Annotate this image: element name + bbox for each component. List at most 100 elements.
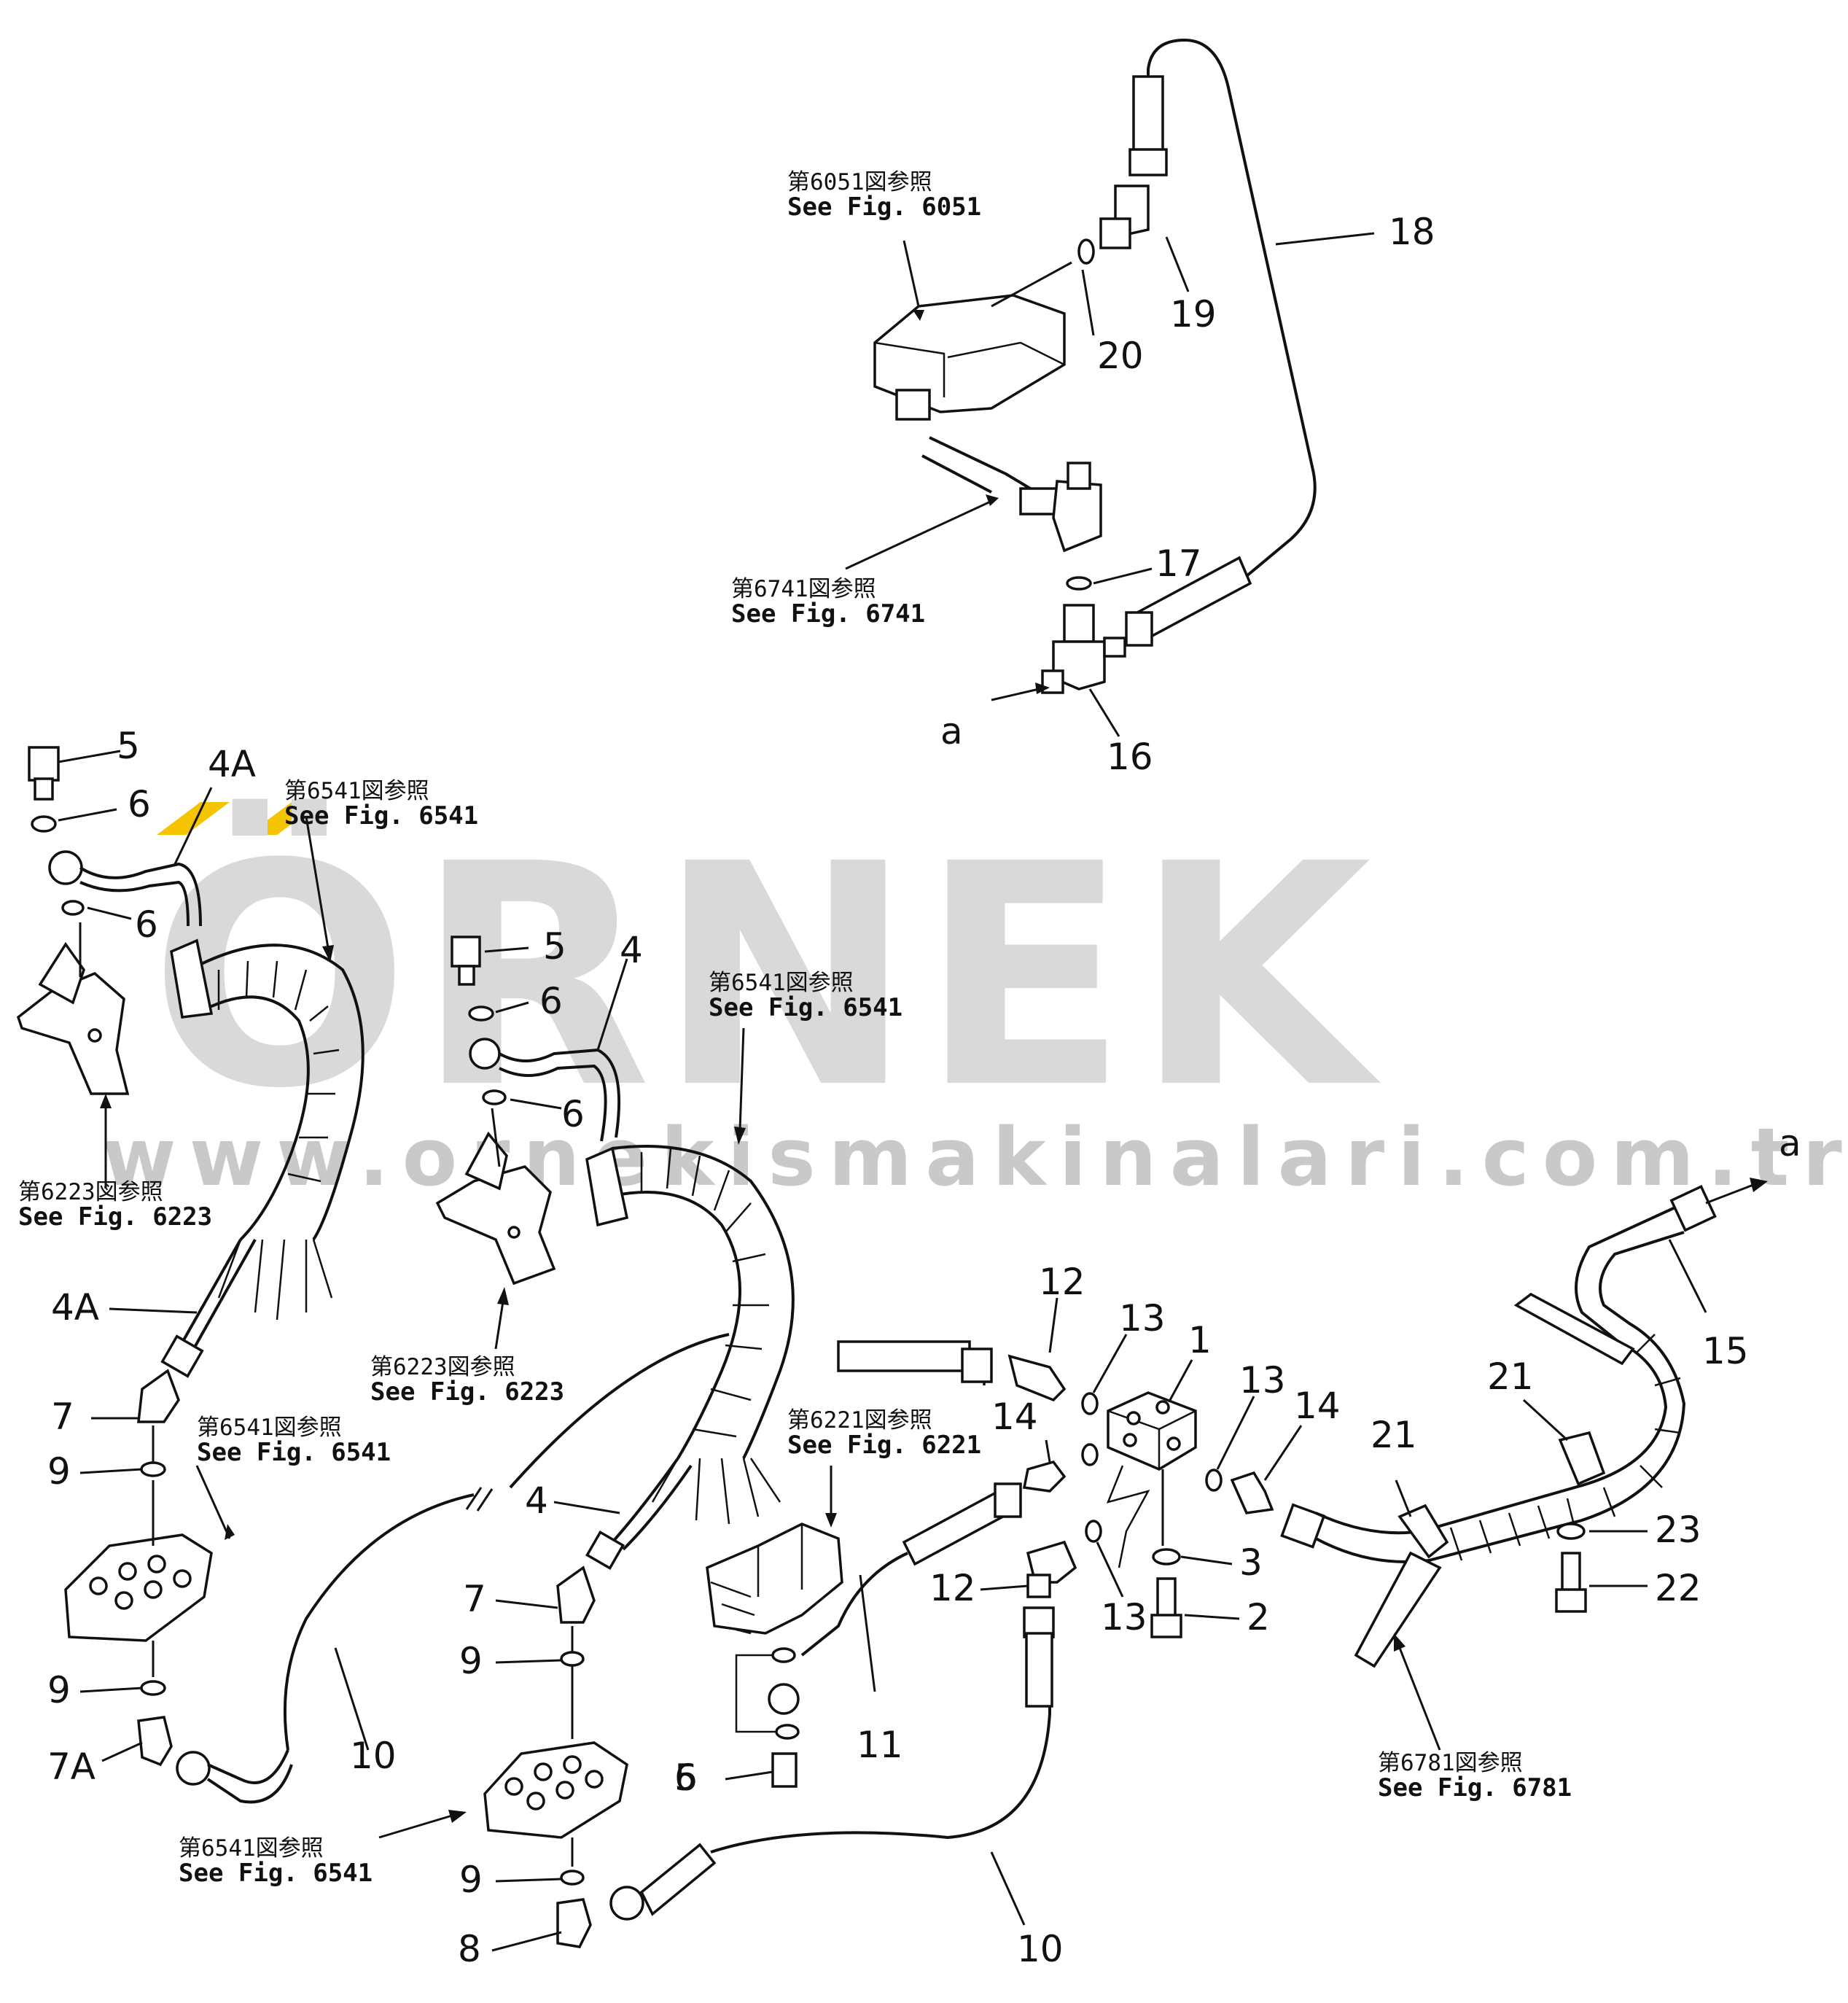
leader-21 (1395, 1479, 1412, 1517)
ref-6541-en: See Fig. 6541 (284, 801, 478, 831)
hose-nut-10 (609, 1886, 644, 1921)
leader-13 (1096, 1541, 1124, 1598)
tee-port (1103, 637, 1126, 658)
leader-9 (495, 1659, 562, 1664)
ref-6781-jp: 第6781図参照 (1378, 1750, 1523, 1776)
elbow-7 (137, 1369, 180, 1423)
port (1166, 1436, 1181, 1451)
hose-4 (622, 1464, 693, 1551)
port (534, 1762, 553, 1781)
callout-a-right: a (1779, 1122, 1801, 1164)
port (1123, 1433, 1137, 1447)
wire-harness (929, 436, 1044, 497)
callout-6: 6 (128, 783, 151, 825)
arrow-6223 (494, 1301, 504, 1350)
leader-2 (1184, 1614, 1240, 1620)
port (555, 1781, 574, 1800)
ref-6223-jp: 第6223図参照 (18, 1179, 163, 1205)
connector-5-stem (34, 777, 54, 801)
ref-6223-jp: 第6223図参照 (370, 1354, 515, 1380)
figure-references: 第6051図参照 See Fig. 6051 第6741図参照 See Fig.… (18, 169, 1572, 1888)
leader-12 (980, 1584, 1029, 1591)
callout-16: 16 (1107, 736, 1153, 778)
bracket-6 (735, 1654, 776, 1733)
arrow-6541 (305, 816, 330, 949)
callout-13: 13 (1119, 1297, 1166, 1339)
callout-4A: 4A (51, 1286, 99, 1329)
callout-4: 4 (620, 929, 643, 971)
callout-10: 10 (1017, 1928, 1064, 1970)
callout-5: 5 (117, 725, 140, 767)
port (118, 1562, 137, 1581)
o-ring-9 (560, 1651, 585, 1667)
top-valve-assembly (845, 38, 1375, 737)
port (1126, 1411, 1141, 1426)
leader-5 (484, 946, 529, 953)
callout-6: 6 (561, 1093, 585, 1135)
arrow-head (225, 1524, 235, 1540)
connector-5 (28, 746, 60, 782)
callout-21: 21 (1487, 1356, 1534, 1398)
port (504, 1777, 523, 1796)
elbow-nut-19 (1099, 217, 1131, 249)
leader-9 (79, 1687, 143, 1693)
callout-15: 15 (1702, 1330, 1749, 1372)
tee-upper (1063, 604, 1095, 643)
hose-4-top (499, 1048, 621, 1138)
ref-6223-en: See Fig. 6223 (18, 1202, 212, 1232)
watermark-accent-left (157, 802, 230, 835)
harness-wires (217, 1239, 333, 1321)
leader-9 (79, 1468, 143, 1474)
o-ring-17 (1066, 576, 1092, 591)
leader-20 (1081, 269, 1095, 336)
callout-7A: 7A (47, 1746, 95, 1788)
ref-6541-jp: 第6541図参照 (284, 778, 429, 804)
leader-14 (1263, 1425, 1303, 1481)
port (173, 1569, 192, 1588)
hose-10-end (206, 1764, 293, 1804)
watermark: ÖRNEK www.ornekismakinalari.com.tr (102, 796, 1842, 1204)
elbow-8 (556, 1898, 592, 1948)
solenoid-cap (38, 941, 85, 1005)
hose-10-end (207, 1749, 289, 1784)
ref-6221-en: See Fig. 6221 (787, 1431, 981, 1460)
arrow-6541 (738, 1027, 745, 1131)
hose-4A (177, 1239, 242, 1350)
hose-nut-18 (1125, 611, 1153, 647)
leader-18 (1275, 232, 1375, 246)
arrow-head (1750, 1178, 1768, 1192)
callout-17: 17 (1155, 542, 1202, 585)
o-ring-6 (482, 1089, 507, 1105)
callout-13: 13 (1101, 1596, 1147, 1638)
harness-wires (651, 1458, 781, 1525)
callout-14: 14 (1294, 1385, 1341, 1427)
left-assembly (16, 746, 730, 1804)
leader-16 (1088, 688, 1120, 737)
callout-6: 6 (674, 1757, 698, 1799)
hose-10 (283, 1493, 475, 1751)
arrow-head (322, 945, 334, 962)
hose-10 (710, 1655, 1051, 1854)
connector-14 (1022, 1460, 1067, 1493)
callout-5: 5 (543, 925, 566, 968)
callout-21: 21 (1371, 1414, 1417, 1456)
arrow-6051 (902, 240, 920, 307)
hose-18 (1147, 38, 1317, 577)
callout-8: 8 (458, 1928, 481, 1970)
arrow-6541 (378, 1814, 453, 1839)
callout-20: 20 (1097, 335, 1144, 377)
ref-6781-en: See Fig. 6781 (1378, 1773, 1572, 1802)
arrow-6541 (195, 1465, 231, 1539)
bolt-2-shank (1156, 1577, 1177, 1620)
pressure-switch (1052, 480, 1102, 553)
ref-6223-en: See Fig. 6223 (370, 1377, 564, 1407)
elbow-7 (556, 1566, 596, 1624)
harness-6541 (612, 1191, 741, 1460)
callout-18: 18 (1389, 211, 1435, 253)
valve-edge (874, 341, 946, 397)
hose-nut-11 (994, 1482, 1022, 1518)
port (114, 1591, 133, 1610)
callout-5-bottom: 5 (674, 1757, 698, 1799)
pipe-12 (837, 1340, 971, 1372)
